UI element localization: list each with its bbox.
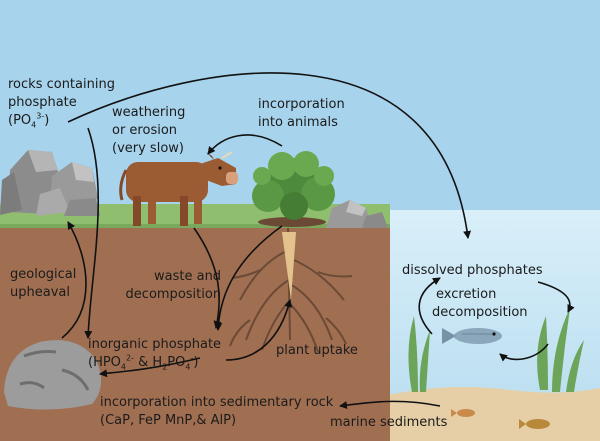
arrow-weathering — [84, 127, 100, 339]
arrow-fish-loop — [499, 343, 549, 362]
seaweed — [408, 308, 584, 392]
arrow-waste-decomposition — [193, 227, 222, 329]
rock-pile — [0, 150, 100, 216]
weathering-label-line3: (very slow) — [112, 141, 184, 156]
weathering-label-line2: or erosion — [112, 123, 178, 138]
sedimentary-label-line2: (CaP, FeP MnP,& AlP) — [100, 413, 237, 428]
arrow-plant-uptake — [225, 299, 293, 361]
excretion-label-line2: decomposition — [432, 305, 528, 320]
sedimentary-label-line1: incorporation into sedimentary rock — [100, 395, 334, 410]
excretion-label-line1: excretion — [436, 287, 497, 302]
arrow-rocks-to-dissolved — [67, 72, 472, 239]
arrow-dissolved-down — [537, 281, 575, 313]
waste-label-line1: waste and — [154, 269, 222, 284]
dissolved-label: dissolved phosphates — [402, 263, 543, 278]
marine-sediments-label: marine sediments — [330, 415, 448, 430]
animals-label: incorporation into animals — [258, 96, 345, 132]
animals-label-line2: into animals — [258, 115, 338, 130]
geological-label-line1: geological — [10, 267, 77, 282]
excretion-label: excretion decomposition — [432, 286, 528, 322]
geological-label: geological upheaval — [10, 266, 76, 302]
sedimentary-rock — [4, 340, 102, 410]
inorganic-formula: (HPO42- & H2PO4-) — [88, 353, 199, 372]
weathering-label: weathering or erosion (very slow) — [112, 104, 185, 158]
arrow-sedimentary — [99, 357, 201, 378]
arrow-into-animals — [207, 134, 283, 155]
rocks-formula: (PO43-) — [8, 111, 50, 130]
rocks-label-line1: rocks containing — [8, 77, 115, 92]
cycle-arrows — [61, 72, 575, 410]
waste-label-line2: decomposition — [125, 287, 222, 302]
weathering-label-line1: weathering — [112, 105, 186, 120]
waste-label: waste and decomposition — [124, 268, 222, 304]
arrow-plant-to-inorganic — [214, 225, 283, 331]
rocks-label: rocks containing phosphate (PO43-) — [8, 76, 115, 130]
rocks-label-line2: phosphate — [8, 95, 77, 110]
sedimentary-label: incorporation into sedimentary rock (CaP… — [100, 394, 333, 430]
geological-label-line2: upheaval — [10, 285, 70, 300]
small-fish — [451, 409, 550, 429]
arrow-geological-upheaval — [61, 221, 87, 339]
fish — [442, 328, 502, 344]
inorganic-label: inorganic phosphate (HPO42- & H2PO4-) — [88, 336, 221, 372]
arrow-excretion-up — [418, 277, 441, 335]
arrow-marine-sediments — [339, 400, 441, 410]
inorganic-label-title: inorganic phosphate — [88, 337, 222, 352]
cow — [119, 151, 238, 226]
plant-uptake-label: plant uptake — [276, 343, 358, 358]
plant — [252, 151, 335, 227]
animals-label-line1: incorporation — [258, 97, 345, 112]
sea-floor-sand — [388, 386, 600, 441]
shore-rocks — [326, 200, 388, 228]
